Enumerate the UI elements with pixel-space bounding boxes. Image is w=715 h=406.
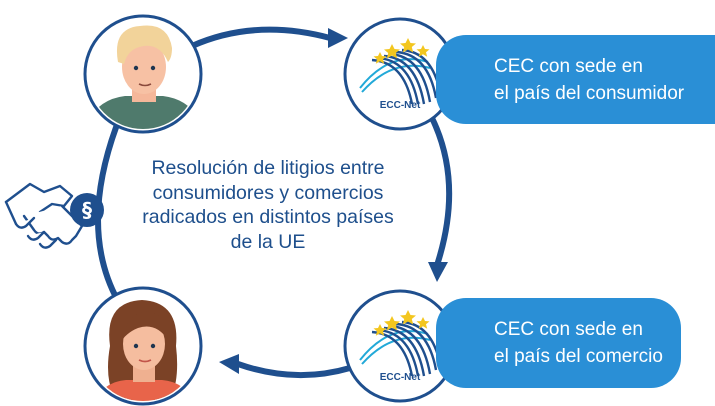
arrowhead-left <box>219 354 239 374</box>
section-badge <box>70 193 104 227</box>
arrowhead-right <box>328 28 348 48</box>
consumer-ecc-line-1: CEC con sede en <box>494 55 643 77</box>
description-line-3: radicados en distintos países <box>142 206 394 228</box>
trader-ecc-line-1: CEC con sede en <box>494 319 643 340</box>
consumer-avatar <box>83 14 203 134</box>
consumer-ecc-line-2: el país del consumidor <box>494 82 685 104</box>
ecc-net-logo-consumer: ECC-Net <box>343 17 457 131</box>
description-line-1: Resolución de litigios entre <box>151 157 385 179</box>
arrowhead-down <box>428 262 448 282</box>
ecc-net-logo-text-bottom: ECC-Net <box>380 372 421 383</box>
section-symbol: § <box>82 198 92 222</box>
consumer-ecc-label: CEC con sede en el país del consumidor <box>436 35 715 124</box>
trader-avatar <box>83 286 203 406</box>
cycle-arrowheads <box>219 28 448 374</box>
arc-consumer-to-ecc <box>189 26 333 49</box>
arc-ecc-to-trader <box>235 361 353 379</box>
description-line-2: consumidores y comercios <box>152 181 384 204</box>
trader-ecc-line-2: el país del comercio <box>494 346 663 367</box>
ecc-net-logo-trader: ECC-Net <box>343 289 457 403</box>
trader-ecc-label: CEC con sede en el país del comercio <box>436 298 681 388</box>
dispute-description: Resolución de litigios entre consumidore… <box>118 156 418 254</box>
ecc-net-logo-text-top: ECC-Net <box>380 100 421 111</box>
arc-ecc-to-ecc <box>429 115 453 265</box>
handshake-icon: § <box>4 182 104 249</box>
description-line-4: de la UE <box>230 230 306 253</box>
